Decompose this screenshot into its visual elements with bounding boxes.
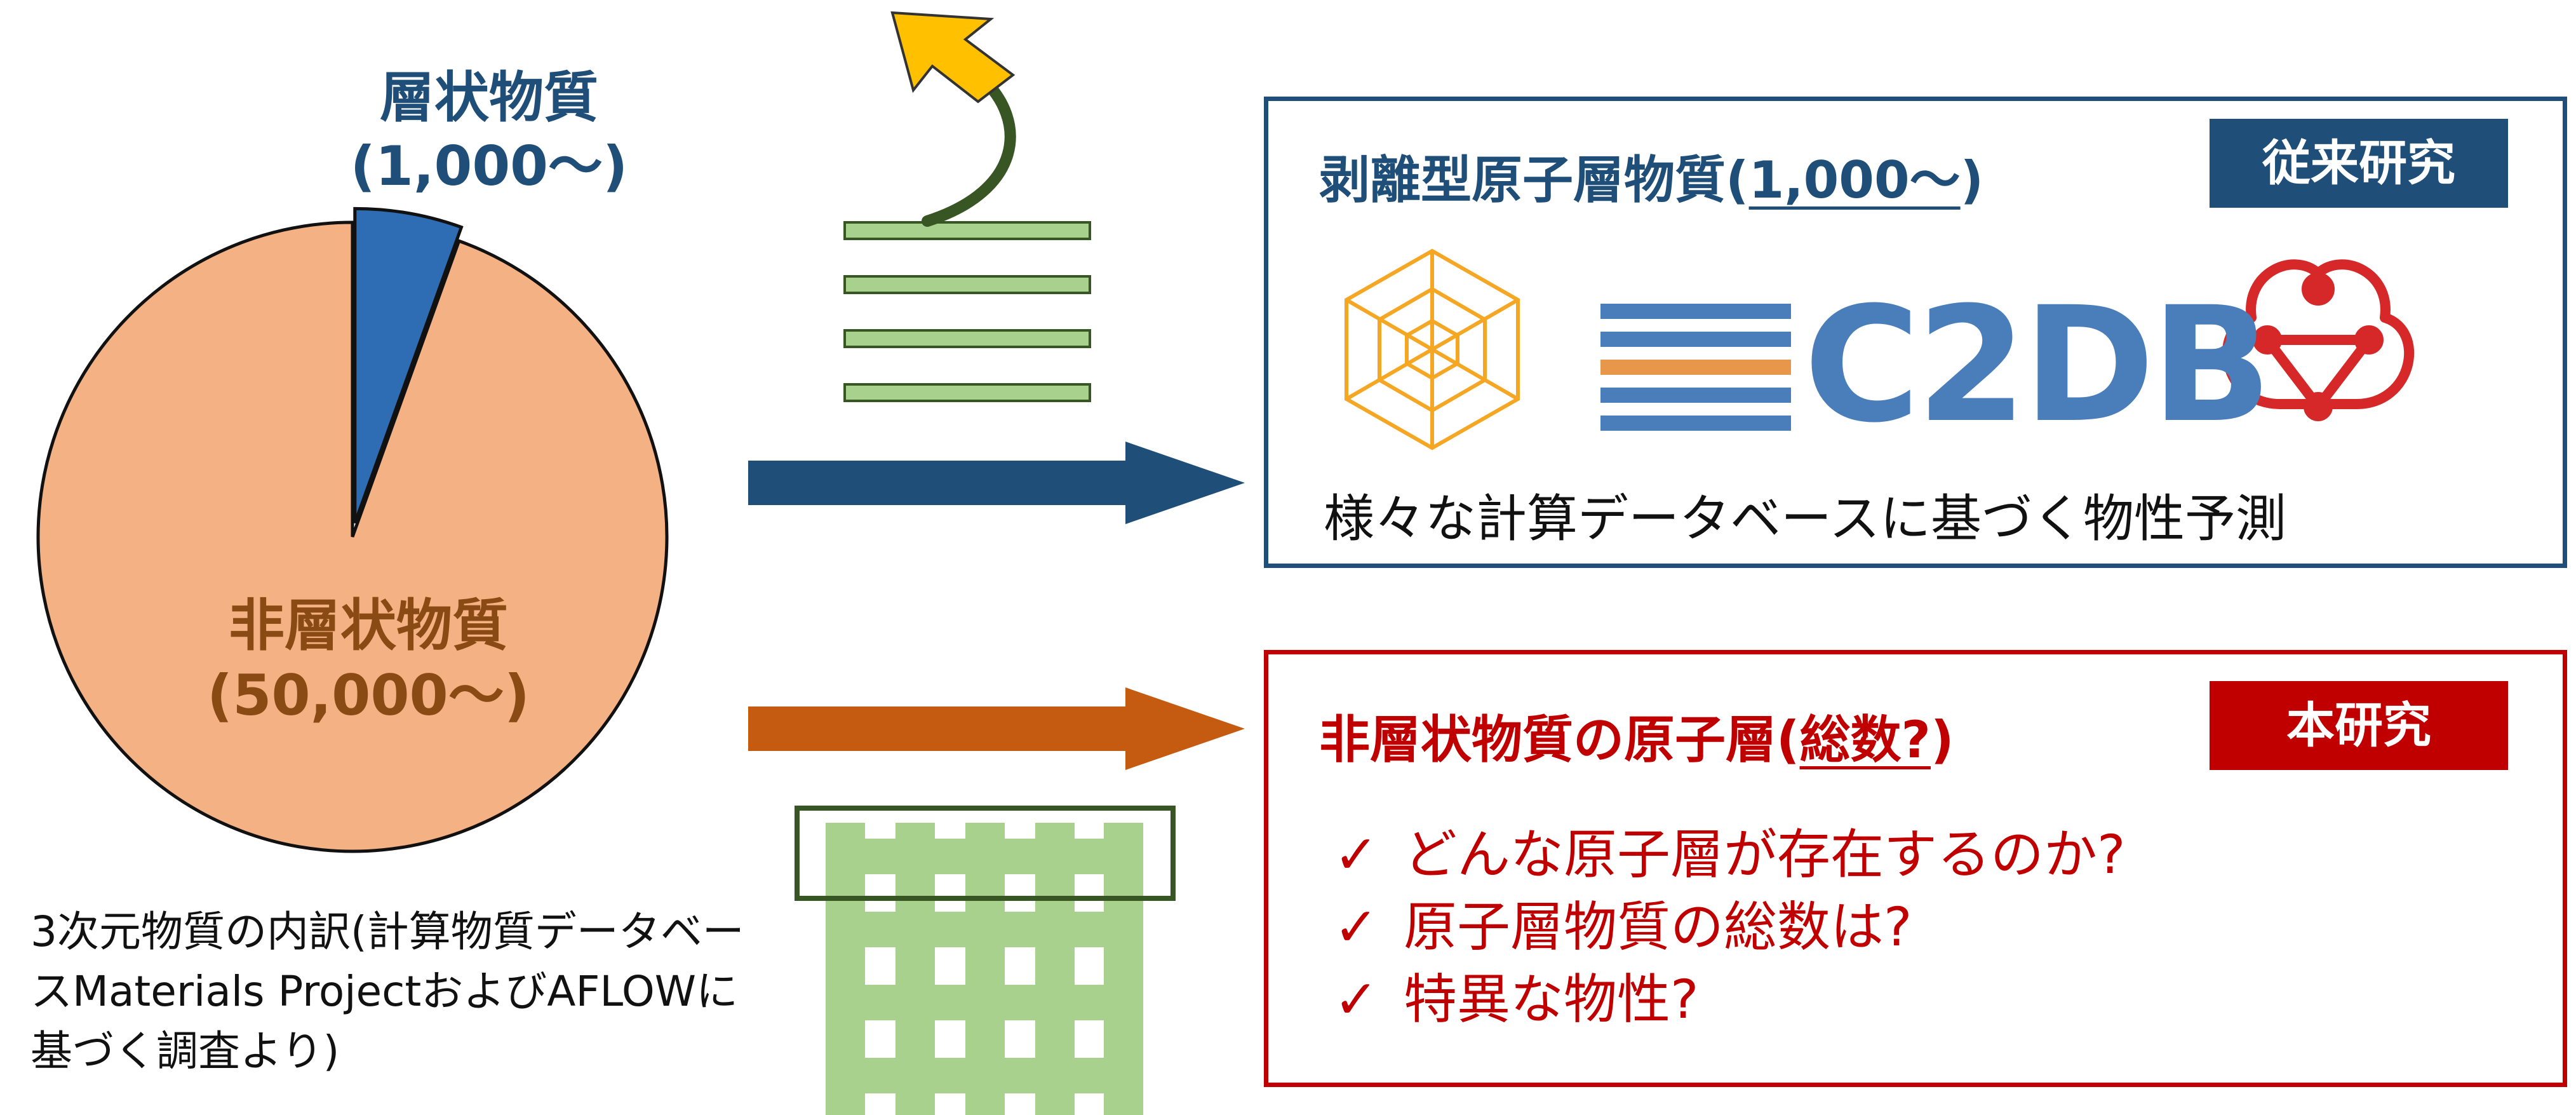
pie-chart <box>36 206 669 853</box>
pie-slice-layered <box>353 206 464 524</box>
this-study-title-prefix: 非層状物質の原子層( <box>1319 710 1800 769</box>
check-mark-icon: ✓ <box>1334 968 1379 1031</box>
nonlayered-lattice <box>826 823 1143 1115</box>
question-item: ✓ どんな原子層が存在するのか? <box>1334 812 2126 889</box>
hexagon-web-icon <box>1345 248 1520 450</box>
slab <box>843 383 1091 402</box>
c2db-logo-text: C2DB <box>1804 273 2272 457</box>
slab <box>843 329 1091 348</box>
question-text: どんな原子層が存在するのか? <box>1404 823 2126 886</box>
this-study-badge: 本研究 <box>2210 681 2508 770</box>
breakdown-note: 3次元物質の内訳(計算物質データベースMaterials ProjectおよびA… <box>30 907 744 1076</box>
check-mark-icon: ✓ <box>1334 823 1379 886</box>
layered-slab-stack <box>843 221 1091 402</box>
layered-label-name: 層状物質 <box>380 66 598 130</box>
this-study-box: 非層状物質の原子層(総数?) 本研究 <box>1264 650 2567 1087</box>
conventional-title-suffix: ) <box>1960 151 1984 210</box>
c2db-stripes-icon <box>1600 304 1791 431</box>
arrow-to-this-study <box>748 687 1245 770</box>
slab <box>843 275 1091 294</box>
conventional-title: 剥離型原子層物質(1,000〜) <box>1319 139 1983 213</box>
pie-slice-nonlayered <box>36 220 669 853</box>
conventional-description: 様々な計算データベースに基づく物性予測 <box>1324 489 2286 548</box>
layered-label-count: (1,000〜) <box>350 135 628 198</box>
nonlayered-materials-label: 非層状物質 (50,000〜) <box>191 591 546 731</box>
curved-arrow-icon <box>890 11 1016 227</box>
surface-layer-outline <box>795 806 1176 901</box>
nonlayered-label-count: (50,000〜) <box>206 663 530 728</box>
nonlayered-label-name: 非層状物質 <box>228 593 508 658</box>
triangle-cloud-icon <box>2222 259 2415 421</box>
this-study-title: 非層状物質の原子層(総数?) <box>1319 699 1954 773</box>
slab <box>843 221 1091 240</box>
check-mark-icon: ✓ <box>1334 896 1379 958</box>
arrow-to-conventional <box>748 442 1245 524</box>
question-item: ✓ 原子層物質の総数は? <box>1334 884 1912 961</box>
conventional-research-badge: 従来研究 <box>2210 119 2508 208</box>
this-study-title-suffix: ) <box>1930 710 1954 769</box>
conventional-research-box: 剥離型原子層物質(1,000〜) 従来研究 <box>1264 97 2567 568</box>
conventional-title-count: 1,000〜 <box>1748 151 1961 210</box>
this-study-title-count: 総数? <box>1799 710 1931 769</box>
question-text: 特異な物性? <box>1404 968 1699 1031</box>
question-item: ✓ 特異な物性? <box>1334 957 1699 1034</box>
layered-materials-label: 層状物質 (1,000〜) <box>330 64 648 201</box>
question-text: 原子層物質の総数は? <box>1404 896 1912 958</box>
conventional-title-prefix: 剥離型原子層物質( <box>1319 151 1749 210</box>
